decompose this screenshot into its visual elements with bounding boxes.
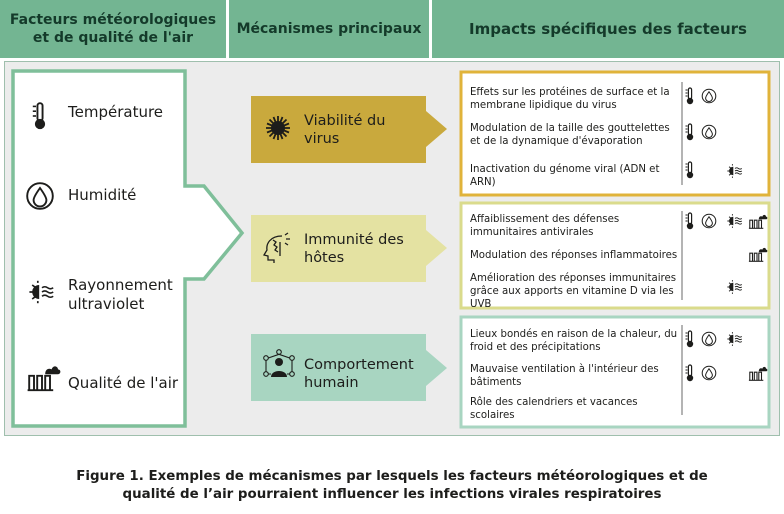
impact-virus-3: Inactivation du génome viral (ADN et ARN… xyxy=(470,164,660,188)
mechanism-label-immunity: Immunité des hôtes xyxy=(304,232,404,266)
impact-behavior-1: Lieux bondés en raison de la chaleur, du… xyxy=(470,329,678,353)
header-mechanisms: Mécanismes principaux xyxy=(229,0,429,58)
factor-box xyxy=(11,69,245,428)
water-drop-icon xyxy=(701,365,717,381)
mechanism-arrow-behavior xyxy=(251,334,447,401)
impact-box-virus xyxy=(459,70,771,197)
virus-icon xyxy=(266,116,290,140)
water-drop-icon xyxy=(701,213,717,229)
impact-box-immunity xyxy=(459,201,771,310)
water-drop-icon xyxy=(701,88,717,104)
people-network-icon xyxy=(263,349,295,377)
figure-caption-line1: Figure 1. Exemples de mécanismes par les… xyxy=(76,469,708,484)
factor-label-humidity: Humidité xyxy=(68,186,137,204)
mechanism-label-behavior: Comportement humain xyxy=(304,357,414,391)
factor-label-uv: Rayonnement ultraviolet xyxy=(68,276,173,313)
impact-box-behavior xyxy=(459,315,771,429)
mechanism-label-virus: Viabilité du virus xyxy=(304,113,386,147)
mechanism-arrow-immunity xyxy=(251,215,447,282)
figure-caption-line2: qualité de l’air pourraient influencer l… xyxy=(122,487,662,502)
impact-immunity-3: Amélioration des réponses immunitaires g… xyxy=(470,273,677,310)
header-impacts: Impacts spécifiques des facteurs xyxy=(432,0,784,58)
factor-label-temperature: Température xyxy=(68,103,164,121)
immunity-head-icon xyxy=(262,232,290,263)
impact-virus-1: Effets sur les protéines de surface et l… xyxy=(470,87,670,111)
water-drop-icon xyxy=(26,182,54,210)
impact-behavior-3: Rôle des calendriers et vacances scolair… xyxy=(470,397,638,421)
water-drop-icon xyxy=(701,331,717,347)
water-drop-icon xyxy=(701,124,717,140)
impact-immunity-2: Modulation des réponses inflammatoires xyxy=(470,250,678,261)
impact-behavior-2: Mauvaise ventilation à l'intérieur des b… xyxy=(470,364,659,388)
mechanism-arrow-virus xyxy=(251,96,447,163)
impact-virus-2: Modulation de la taille des gouttelettes… xyxy=(470,123,670,147)
factor-label-air-quality: Qualité de l'air xyxy=(68,374,179,392)
header-factors: Facteurs météorologiques et de qualité d… xyxy=(0,0,226,58)
impact-immunity-1: Affaiblissement des défenses immunitaire… xyxy=(470,214,620,238)
